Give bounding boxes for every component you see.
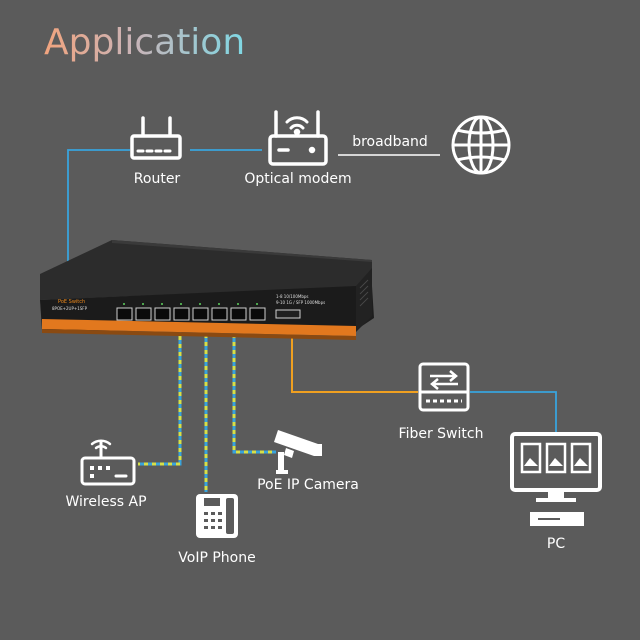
switch-model: 8POE+2UP+1SFP: [52, 306, 88, 311]
switch-brand: PoE Switch: [58, 299, 85, 305]
broadband-label: broadband: [352, 134, 428, 150]
switch-ports: [116, 307, 301, 321]
pc-icon: [510, 432, 602, 526]
poe-camera-icon: [274, 430, 322, 474]
pc-label: PC: [547, 536, 565, 552]
optical-modem-label: Optical modem: [244, 171, 351, 187]
switch-legend-1: 1-8 10/100Mbps: [276, 294, 309, 299]
fiber-switch-label: Fiber Switch: [399, 426, 484, 442]
switch-legend-2: 9-10 1G / SFP 1000Mbps: [276, 300, 325, 305]
router-icon: [130, 116, 182, 160]
optical-modem-icon: [268, 110, 328, 166]
connection-lines: [67, 149, 557, 492]
voip-phone-icon: [196, 494, 238, 538]
fiber-to-pc-link: [470, 391, 557, 434]
poe-link-poe-camera: [232, 334, 276, 454]
wireless-ap-label: Wireless AP: [65, 494, 146, 510]
poe-link-wireless-ap: [138, 328, 182, 466]
fiber-switch-icon: [418, 362, 470, 412]
wireless-ap-icon: [80, 439, 136, 486]
router-label: Router: [134, 171, 181, 187]
page-title: Application: [44, 22, 246, 63]
sfp-to-fiber-link: [291, 338, 418, 393]
voip-phone-label: VoIP Phone: [178, 550, 255, 566]
poe-camera-label: PoE IP Camera: [257, 477, 359, 493]
poe-switch-device: PoE Switch 8POE+2UP+1SFP 1-8 10/100Mbps …: [40, 240, 374, 340]
globe-icon: [451, 115, 511, 175]
